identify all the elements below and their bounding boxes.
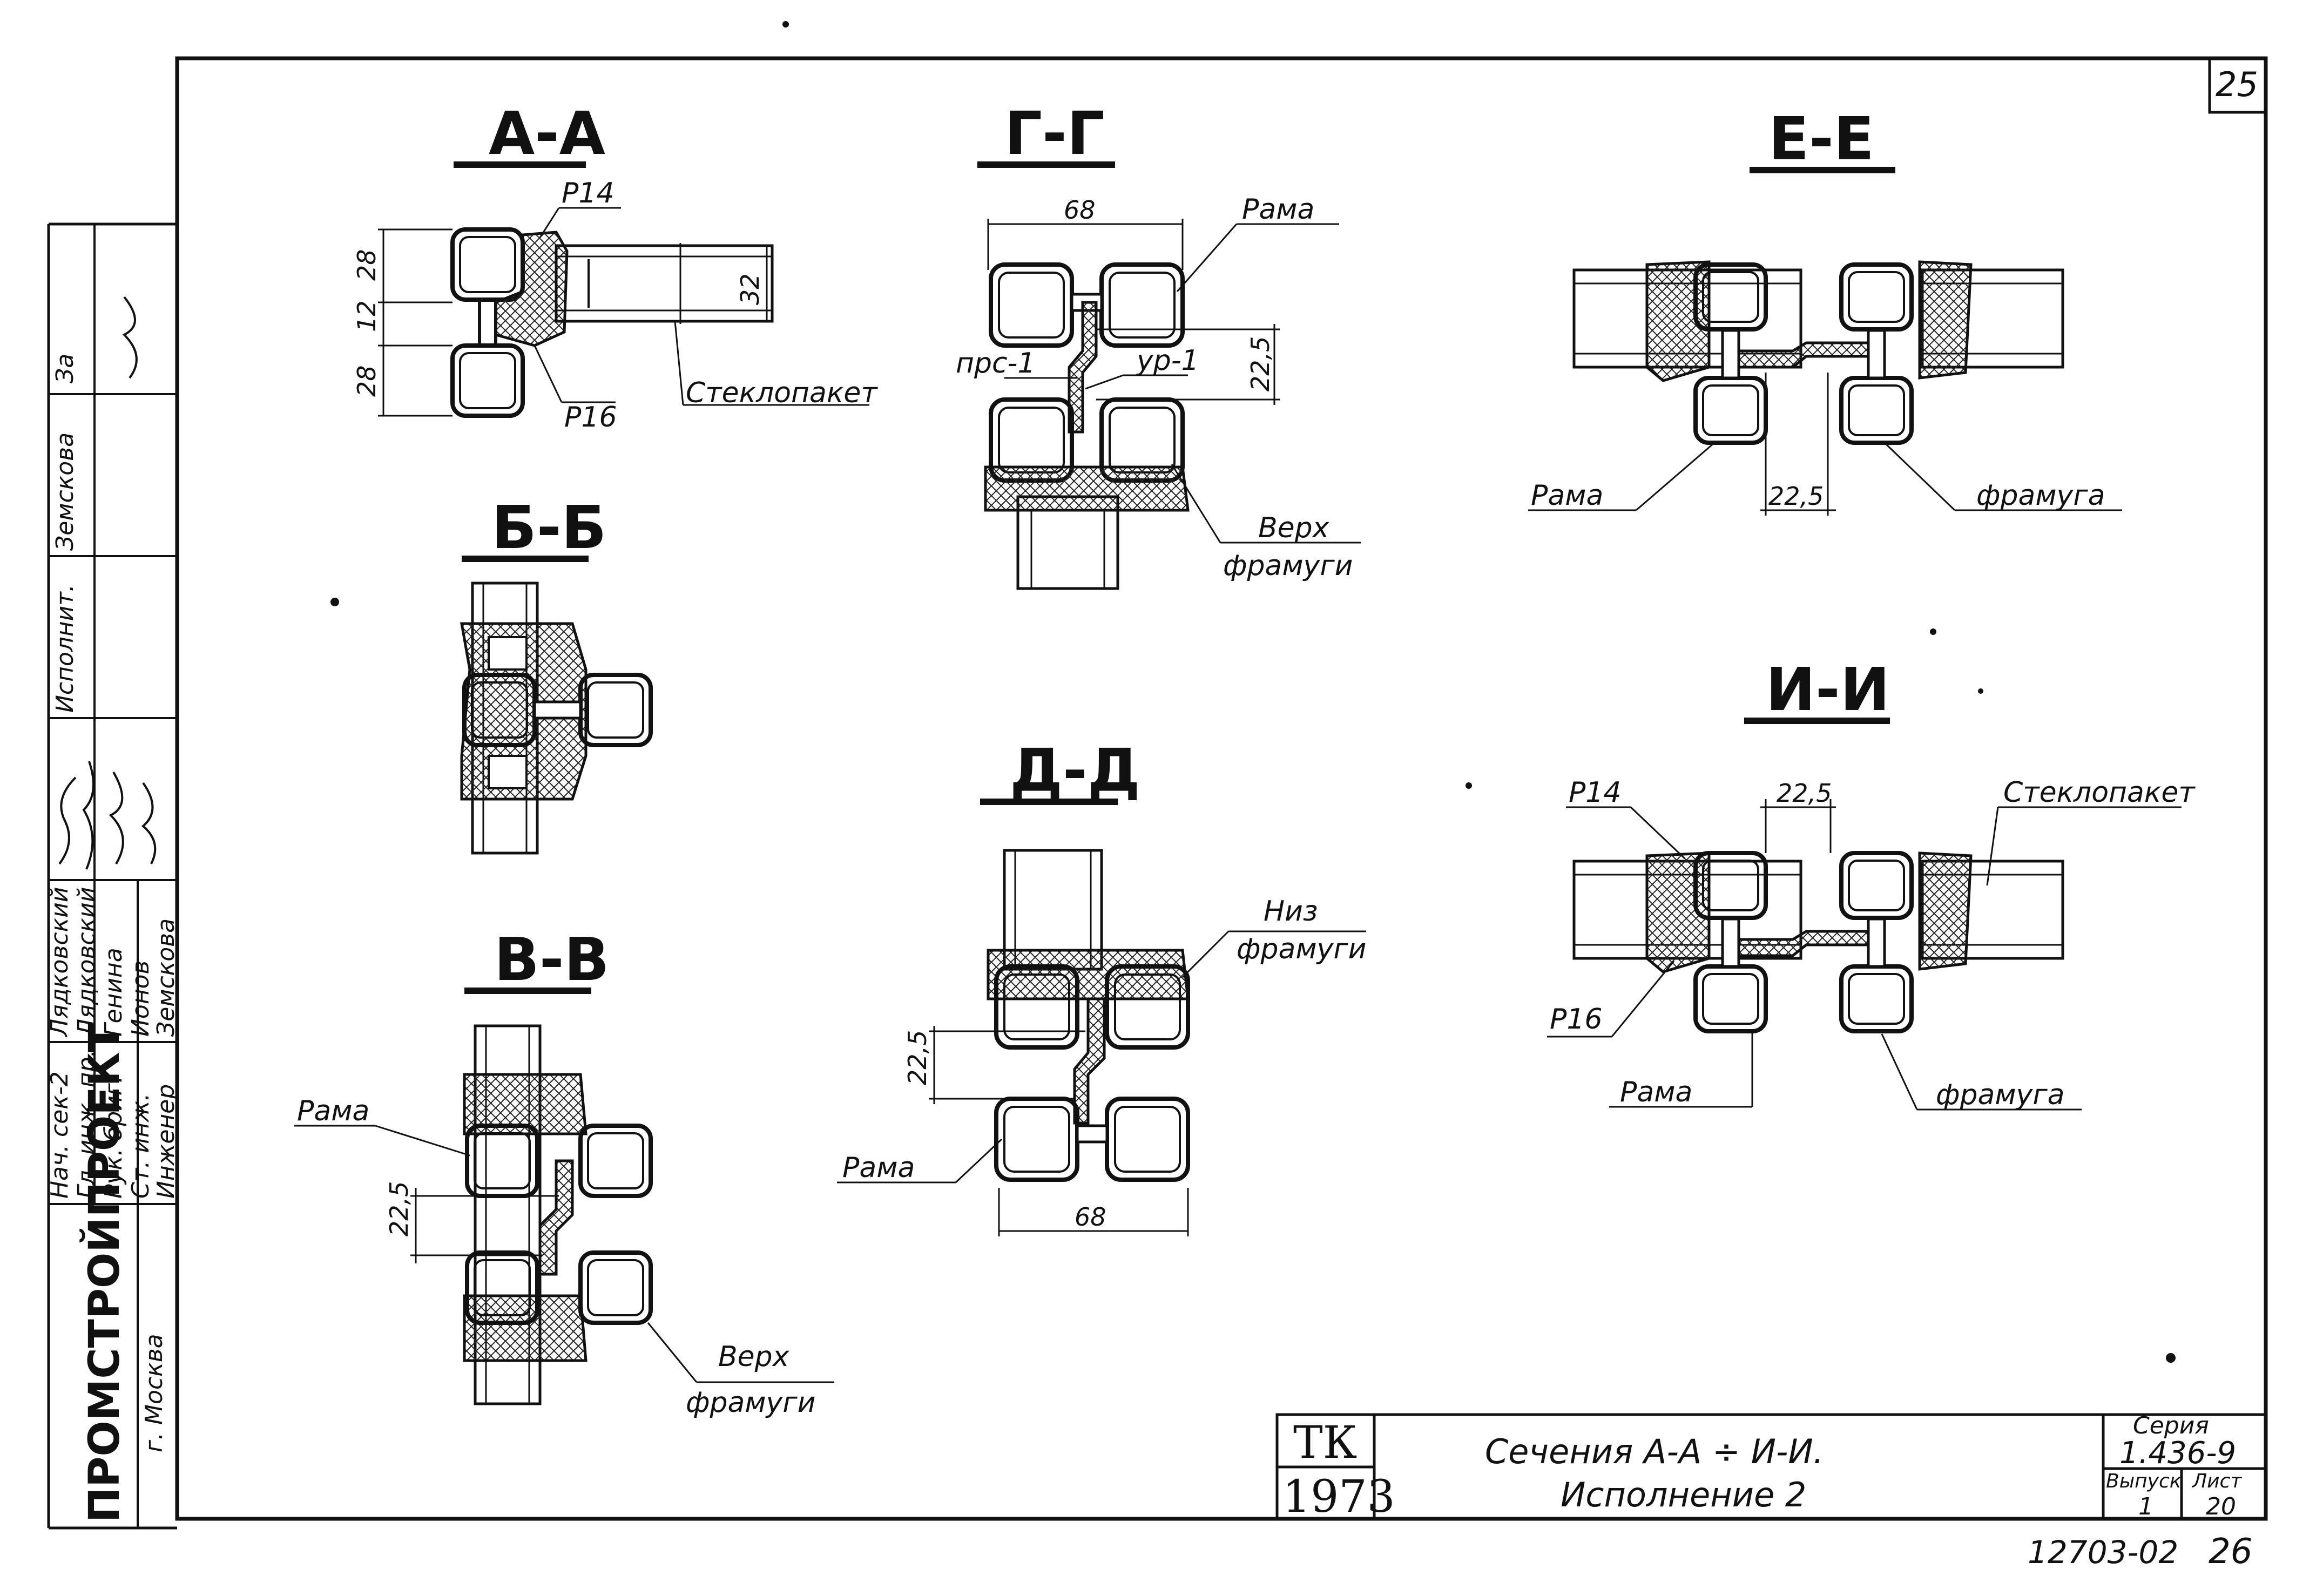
stamp-cell-executor: Исполнит. [51, 584, 79, 713]
tb-title-line1: Сечения А-А ÷ И-И. [1485, 1432, 1824, 1471]
tb-sheet-label: Лист [2191, 1470, 2242, 1492]
label-vv-frame: Рама [297, 1095, 369, 1127]
tb-sheet-value: 20 [2206, 1493, 2236, 1520]
stamp-org: ПРОМСТРОЙПРОЕКТ [79, 1023, 129, 1523]
signature-marks [58, 296, 157, 870]
sheet-border [47, 56, 2268, 1530]
stamp-name-0: Лядковский [46, 887, 73, 1038]
drawing-code: 12703-02 [2028, 1534, 2178, 1571]
dim-aa-28-bottom: 28 [352, 365, 381, 397]
label-vv-top2: фрамуги [686, 1387, 815, 1419]
dim-aa-28-top: 28 [352, 249, 381, 281]
dim-ee-22-5: 22,5 [1768, 482, 1824, 511]
page-right: 26 [2209, 1532, 2252, 1572]
label-gg-frame: Рама [1242, 193, 1314, 226]
stamp-role-2: Рук. бриг. [100, 1076, 127, 1199]
stamp-column: ПРОМСТРОЙПРОЕКТ г. Москва Нач. сек-2 Гл.… [46, 224, 180, 1528]
label-ii-glass: Стеклопакет [2003, 776, 2196, 809]
section-ee-title: Е-Е [1768, 104, 1874, 173]
dim-ii-22-5: 22,5 [1777, 779, 1832, 808]
section-dd: Д-Д 22,5 68 Низ фрамуги Рама [837, 736, 1366, 1236]
label-ii-p14: Р14 [1569, 776, 1622, 809]
dim-dd-68: 68 [1075, 1202, 1106, 1232]
stamp-name-2: Генина [100, 948, 127, 1037]
tb-issue-value: 1 [2138, 1493, 2153, 1520]
tb-tk: ТК [1293, 1417, 1357, 1469]
stamp-city: г. Москва [140, 1334, 168, 1452]
dim-aa-32: 32 [735, 273, 765, 305]
section-bb-title: Б-Б [491, 493, 606, 562]
label-dd-bot2: фрамуги [1237, 933, 1366, 965]
tb-title-line2: Исполнение 2 [1561, 1475, 1806, 1514]
label-ee-frame: Рама [1531, 479, 1603, 512]
stamp-role-0: Нач. сек-2 [46, 1071, 73, 1199]
tb-issue-label: Выпуск [2106, 1470, 2182, 1492]
dim-dd-22-5: 22,5 [903, 1030, 932, 1085]
dim-vv-22-5: 22,5 [384, 1181, 414, 1236]
section-aa: А-А 28 12 28 32 Р14 Р16 Стеклопакет [352, 99, 878, 434]
stamp-cell-za: За [51, 354, 79, 383]
label-gg-ur: ур-1 [1136, 344, 1199, 377]
section-aa-title: А-А [489, 99, 605, 168]
label-ee-transom: фрамуга [1976, 479, 2105, 512]
section-gg-title: Г-Г [1004, 99, 1105, 168]
label-gg-prs: прс-1 [956, 347, 1035, 380]
scan-specks [330, 21, 2176, 1363]
section-ii-title: И-И [1766, 655, 1890, 724]
dim-gg-22-5: 22,5 [1246, 336, 1275, 391]
stamp-name-1: Лядковский [73, 887, 100, 1038]
label-vv-top1: Верх [718, 1341, 790, 1373]
label-ii-transom: фрамуга [1936, 1079, 2065, 1111]
stamp-role-3: Ст. инж. [127, 1093, 154, 1199]
title-block: ТК 1973 Сечения А-А ÷ И-И. Исполнение 2 … [1275, 1412, 2267, 1523]
label-gg-top2: фрамуги [1223, 550, 1353, 582]
sheet-number: 25 [2216, 65, 2258, 104]
label-aa-p14: Р14 [562, 177, 614, 209]
label-ii-p16: Р16 [1550, 1003, 1603, 1036]
stamp-role-1: Гл. инж. пр. [73, 1050, 100, 1199]
section-dd-title: Д-Д [1010, 736, 1140, 805]
dim-aa-12: 12 [352, 300, 381, 332]
section-vv: В-В 22,5 Рама Верх фрамуги [294, 925, 834, 1419]
section-vv-title: В-В [494, 925, 609, 994]
tb-series-value: 1.436-9 [2119, 1436, 2236, 1471]
section-gg: Г-Г 68 22,5 Рама прс-1 ур-1 Верх фрамуги [956, 99, 1361, 590]
label-gg-top1: Верх [1258, 512, 1330, 544]
label-aa-glass: Стеклопакет [686, 377, 878, 409]
stamp-role-4: Инженер [152, 1084, 180, 1199]
tb-year: 1973 [1282, 1471, 1395, 1523]
tb-series-label: Серия [2133, 1412, 2209, 1439]
section-ee: Е-Е 22,5 Рама фрамуга [1528, 104, 2122, 516]
label-aa-p16: Р16 [564, 401, 617, 434]
label-dd-frame: Рама [842, 1152, 915, 1184]
section-ii: И-И 22,5 Р14 Стеклопакет Р16 Рама [1547, 655, 2196, 1111]
dim-gg-68: 68 [1064, 195, 1096, 225]
label-dd-bot1: Низ [1264, 895, 1318, 928]
section-bb: Б-Б [460, 493, 651, 855]
label-ii-frame: Рама [1620, 1076, 1692, 1108]
stamp-name-3: Ионов [127, 961, 154, 1037]
stamp-name-4: Земскова [152, 918, 180, 1037]
stamp-cell-zemskova: Земскова [51, 432, 79, 551]
